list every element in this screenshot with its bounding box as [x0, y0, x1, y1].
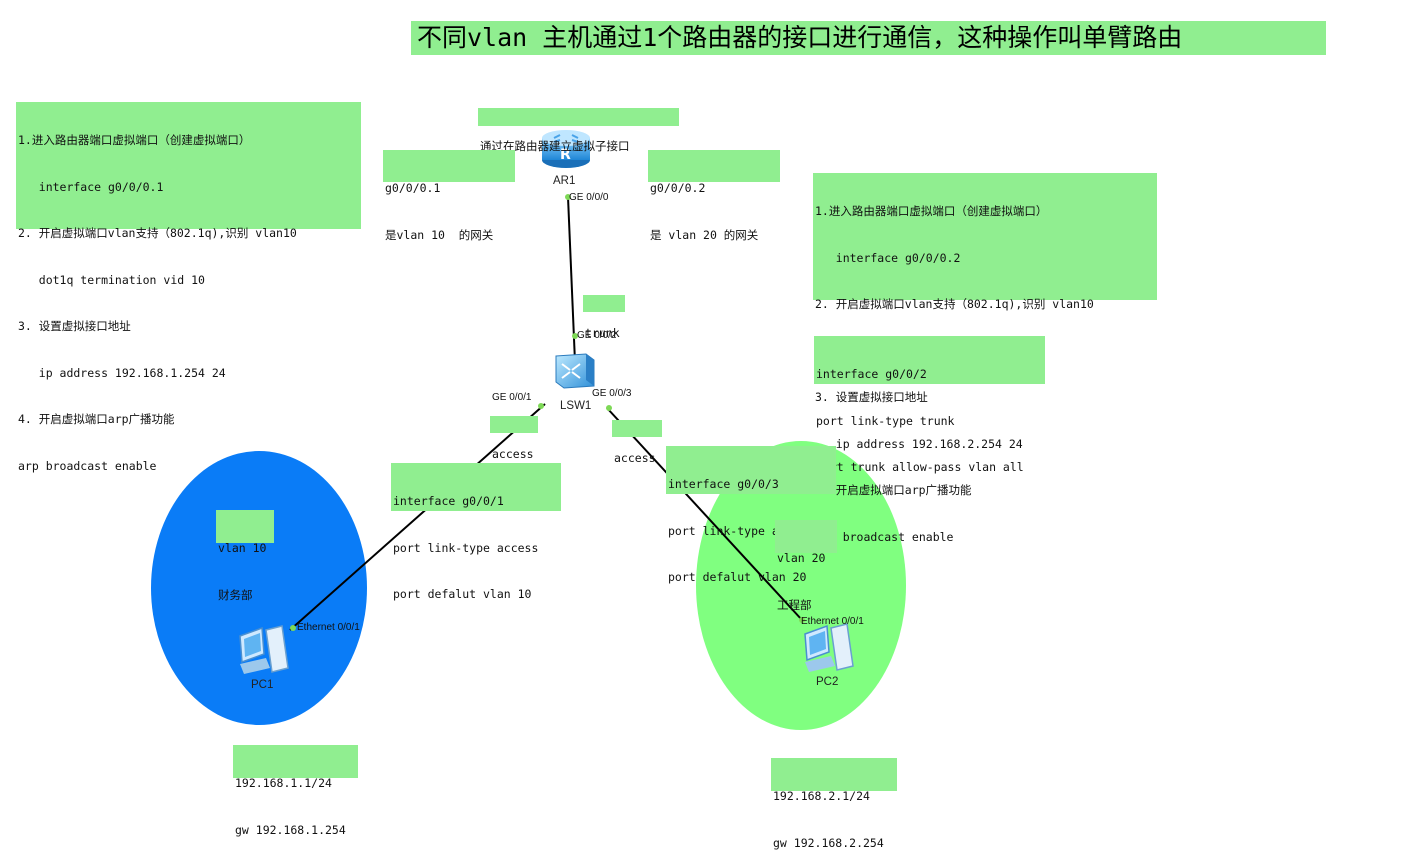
port-label-pc1-eth: Ethernet 0/0/1: [297, 622, 360, 633]
router-label: AR1: [553, 175, 576, 187]
note-line: 192.168.1.1/24: [235, 776, 332, 790]
note-access3-config: interface g0/0/3 port link-type access p…: [666, 446, 836, 584]
note-line: interface g0/0/1: [393, 494, 504, 508]
pc2-device[interactable]: [801, 622, 857, 672]
router-icon: R: [542, 130, 590, 168]
pc-icon: [239, 625, 289, 674]
note-vlan20-area: vlan 20 工程部: [775, 520, 837, 612]
note-line: port trunk allow-pass vlan all: [816, 460, 1024, 474]
note-line: 2. 开启虚拟端口vlan支持（802.1q),识别 vlan10: [18, 226, 297, 240]
link-lsw1-pc2: [606, 407, 803, 621]
note-line: 财务部: [218, 587, 253, 602]
note-pc1-ip: 192.168.1.1/24 gw 192.168.1.254: [233, 745, 358, 837]
note-line: port link-type access: [393, 540, 539, 555]
note-line: gw 192.168.1.254: [235, 822, 346, 837]
note-line: ip address 192.168.2.254 24: [815, 436, 1023, 451]
link-label-trunk: trunk: [583, 295, 625, 340]
note-line: ip address 192.168.1.254 24: [18, 365, 226, 380]
note-line: dot1q termination vid 10: [18, 272, 205, 287]
port-label-pc2-eth: Ethernet 0/0/1: [801, 616, 864, 627]
note-line: interface g0/0/2: [816, 367, 927, 381]
note-line: 3. 设置虚拟接口地址: [18, 319, 131, 333]
note-line: 工程部: [777, 597, 812, 612]
note-line: 4. 开启虚拟端口arp广播功能: [18, 412, 175, 426]
note-access1-config: interface g0/0/1 port link-type access p…: [391, 463, 561, 601]
note-pc2-ip: 192.168.2.1/24 gw 192.168.2.254: [771, 758, 897, 850]
note-line: port link-type trunk: [816, 413, 955, 428]
note-line: interface g0/0/0.2: [815, 250, 961, 265]
note-line: access: [492, 447, 534, 461]
link-label-access-pc2: access: [612, 420, 662, 465]
port-label-lsw1-ge002: GE 0/0/2: [577, 330, 617, 341]
topology-links: [289, 194, 805, 631]
note-line: 1.进入路由器端口虚拟端口（创建虚拟端口）: [815, 204, 1048, 218]
port-dot-pc1: [290, 625, 296, 631]
switch-device[interactable]: [552, 352, 596, 390]
port-dot-ar1: [565, 194, 571, 200]
link-lsw1-pc1: [289, 403, 546, 631]
router-device[interactable]: R: [540, 126, 592, 170]
pc1-device[interactable]: [236, 624, 292, 674]
switch-label: LSW1: [560, 400, 592, 412]
note-line: port defalut vlan 10: [393, 587, 532, 601]
note-line: gw 192.168.2.254: [773, 835, 884, 850]
note-line: 通过在路由器建立虚拟子接口: [480, 139, 630, 153]
note-g2-gateway: g0/0/0.2 是 vlan 20 的网关: [648, 150, 780, 242]
note-line: access: [614, 451, 656, 465]
note-steps-vlan10: 1.进入路由器端口虚拟端口（创建虚拟端口） interface g0/0/0.1…: [16, 102, 361, 473]
note-line: arp broadcast enable: [18, 458, 157, 473]
note-line: 是 vlan 20 的网关: [650, 227, 759, 242]
note-line: port defalut vlan 20: [668, 570, 807, 584]
note-router-subinterface: 通过在路由器建立虚拟子接口: [478, 108, 679, 153]
note-line: 3. 设置虚拟接口地址: [815, 390, 928, 404]
note-vlan10-area: vlan 10 财务部: [216, 510, 274, 602]
note-trunk-config: interface g0/0/2 port link-type trunk po…: [814, 336, 1045, 474]
note-line: g0/0/0.2: [650, 181, 706, 195]
switch-icon: [555, 353, 595, 389]
pc-icon: [804, 623, 854, 672]
note-line: vlan 20: [777, 551, 826, 565]
vlan10-area: [151, 451, 367, 725]
link-label-access-pc1: access: [490, 416, 538, 461]
note-line: 192.168.2.1/24: [773, 789, 870, 803]
note-line: g0/0/0.1: [385, 181, 441, 195]
note-line: interface g0/0/3: [668, 477, 779, 491]
note-line: interface g0/0/0.1: [18, 179, 164, 194]
port-label-lsw1-ge003: GE 0/0/3: [592, 388, 632, 399]
port-dot-lsw1-up: [572, 333, 578, 339]
note-line: trunk: [585, 326, 620, 340]
port-dot-lsw1-left: [538, 403, 544, 409]
note-line: 2. 开启虚拟端口vlan支持（802.1q),识别 vlan10: [815, 297, 1094, 311]
pc2-label: PC2: [816, 676, 839, 688]
port-dot-pc2: [799, 617, 805, 623]
note-g1-gateway: g0/0/0.1 是vlan 10 的网关: [383, 150, 515, 242]
port-dot-lsw1-right: [606, 405, 612, 411]
note-steps-vlan20: 1.进入路由器端口虚拟端口（创建虚拟端口） interface g0/0/0.2…: [813, 173, 1157, 544]
pc1-label: PC1: [251, 679, 274, 691]
note-line: vlan 10: [218, 541, 267, 555]
note-line: 1.进入路由器端口虚拟端口（创建虚拟端口）: [18, 133, 251, 147]
port-label-ar1-ge000: GE 0/0/0: [569, 192, 609, 203]
svg-text:R: R: [560, 147, 571, 163]
note-line: 是vlan 10 的网关: [385, 227, 494, 242]
port-label-lsw1-ge001: GE 0/0/1: [492, 392, 532, 403]
note-line: arp broadcast enable: [815, 529, 954, 544]
diagram-title: 不同vlan 主机通过1个路由器的接口进行通信，这种操作叫单臂路由: [411, 21, 1326, 55]
